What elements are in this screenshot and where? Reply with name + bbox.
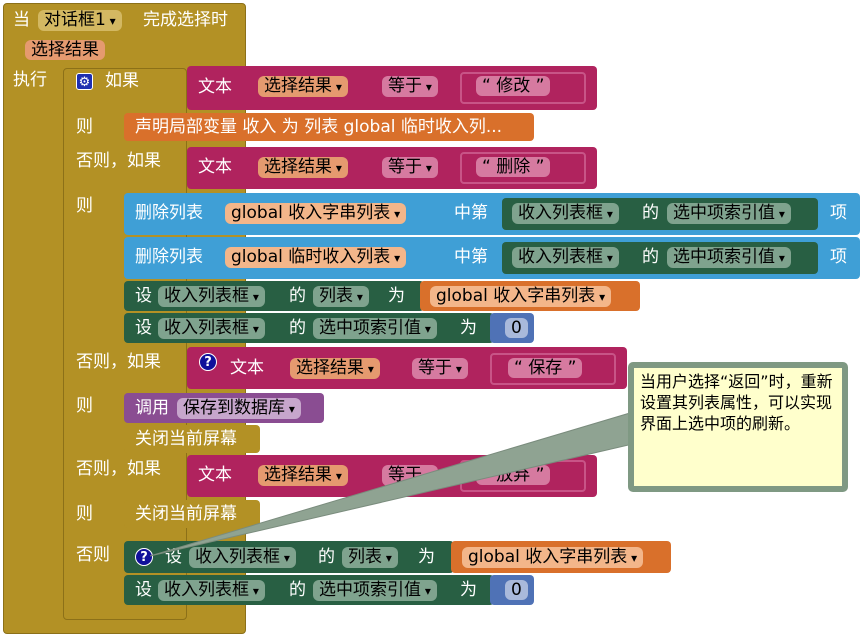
param-chip[interactable]: 选择结果 [25, 40, 105, 60]
text-label-2: 文本 [198, 157, 232, 177]
local-variable-text: 声明局部变量 收入 为 列表 global 临时收入列... [135, 117, 503, 137]
var-dropdown-2[interactable]: 选择结果 [258, 157, 348, 178]
set-to-3: 为 [418, 547, 435, 567]
call-label: 调用 [135, 398, 169, 418]
do-label: 执行 [13, 70, 47, 90]
text-label-3: 文本 [230, 358, 264, 378]
text-label-1: 文本 [198, 77, 232, 97]
then-label-3: 则 [76, 396, 93, 416]
remove-label-1: 删除列表 [135, 203, 203, 223]
set-component-3[interactable]: 收入列表框 [189, 547, 296, 568]
procedure-dropdown[interactable]: 保存到数据库 [177, 398, 301, 419]
item-label-1: 项 [830, 203, 847, 223]
gear-icon[interactable]: ⚙ [76, 73, 93, 90]
set-of-1: 的 [289, 286, 306, 306]
event-name-label: 完成选择时 [143, 10, 228, 30]
set-prop-index-4[interactable]: 选中项索引值 [313, 580, 437, 601]
set-component-1[interactable]: 收入列表框 [158, 286, 265, 307]
if-block[interactable] [63, 68, 187, 620]
var-dropdown-3[interactable]: 选择结果 [290, 358, 380, 379]
component-dropdown-r2[interactable]: 收入列表框 [512, 247, 619, 268]
set-of-4: 的 [289, 580, 306, 600]
set-prop-list-1[interactable]: 列表 [313, 286, 369, 307]
list-var-1[interactable]: global 收入字串列表 [225, 203, 407, 224]
set-prop-index-2[interactable]: 选中项索引值 [313, 318, 437, 339]
local-variable-block[interactable] [124, 113, 534, 141]
list-value-1[interactable]: global 收入字串列表 [430, 286, 612, 307]
set-label-2: 设 [135, 318, 152, 338]
elseif-label-2: 否则，如果 [76, 352, 161, 372]
set-label-1: 设 [135, 286, 152, 306]
prop-dropdown-r2[interactable]: 选中项索引值 [667, 247, 791, 268]
then-label-2: 则 [76, 196, 93, 216]
list-value-2[interactable]: global 收入字串列表 [462, 547, 644, 568]
var-dropdown-4[interactable]: 选择结果 [258, 465, 348, 486]
remove-middle-2: 中第 [454, 247, 488, 267]
list-var-2[interactable]: global 临时收入列表 [225, 247, 407, 268]
then-label-1: 则 [76, 117, 93, 137]
close-screen-block-2[interactable] [124, 500, 260, 528]
else-label: 否则 [76, 545, 110, 565]
op-dropdown-3[interactable]: 等于 [412, 358, 468, 379]
set-component-4[interactable]: 收入列表框 [158, 580, 265, 601]
close-screen-label-2: 关闭当前屏幕 [135, 504, 237, 524]
text-label-4: 文本 [198, 465, 232, 485]
prop-dropdown-r1[interactable]: 选中项索引值 [667, 203, 791, 224]
help-icon-1[interactable]: ? [199, 353, 217, 371]
component-dropdown-r1[interactable]: 收入列表框 [512, 203, 619, 224]
set-of-3: 的 [318, 547, 335, 567]
set-to-1: 为 [388, 286, 405, 306]
close-screen-label-1: 关闭当前屏幕 [135, 429, 237, 449]
string-value-2[interactable]: “ 删除 ” [476, 157, 551, 177]
set-component-2[interactable]: 收入列表框 [158, 318, 265, 339]
number-value-2[interactable]: 0 [505, 580, 528, 600]
var-dropdown-1[interactable]: 选择结果 [258, 76, 348, 97]
if-label: 如果 [105, 71, 139, 91]
comment-body[interactable] [634, 368, 842, 486]
comment-text: 当用户选择“返回”时，重新设置其列表属性，可以实现界面上选中项的刷新。 [640, 372, 833, 433]
close-screen-block-1[interactable] [124, 425, 260, 453]
remove-middle-1: 中第 [454, 203, 488, 223]
number-value-1[interactable]: 0 [505, 318, 528, 338]
event-when-label: 当 [13, 10, 30, 30]
set-prop-list-3[interactable]: 列表 [342, 547, 398, 568]
string-value-3[interactable]: “ 保存 ” [508, 358, 583, 378]
help-icon-2[interactable]: ? [135, 548, 153, 566]
of-label-r1: 的 [642, 203, 659, 223]
elseif-label-3: 否则，如果 [76, 459, 161, 479]
op-dropdown-1[interactable]: 等于 [382, 76, 438, 97]
item-label-2: 项 [830, 247, 847, 267]
op-dropdown-2[interactable]: 等于 [382, 157, 438, 178]
component-dropdown[interactable]: 对话框1 [38, 10, 122, 31]
set-to-2: 为 [460, 318, 477, 338]
then-label-4: 则 [76, 504, 93, 524]
set-label-4: 设 [135, 580, 152, 600]
elseif-label-1: 否则，如果 [76, 151, 161, 171]
of-label-r2: 的 [642, 247, 659, 267]
set-to-4: 为 [460, 580, 477, 600]
string-value-1[interactable]: “ 修改 ” [476, 76, 551, 96]
set-of-2: 的 [289, 318, 306, 338]
remove-label-2: 删除列表 [135, 247, 203, 267]
